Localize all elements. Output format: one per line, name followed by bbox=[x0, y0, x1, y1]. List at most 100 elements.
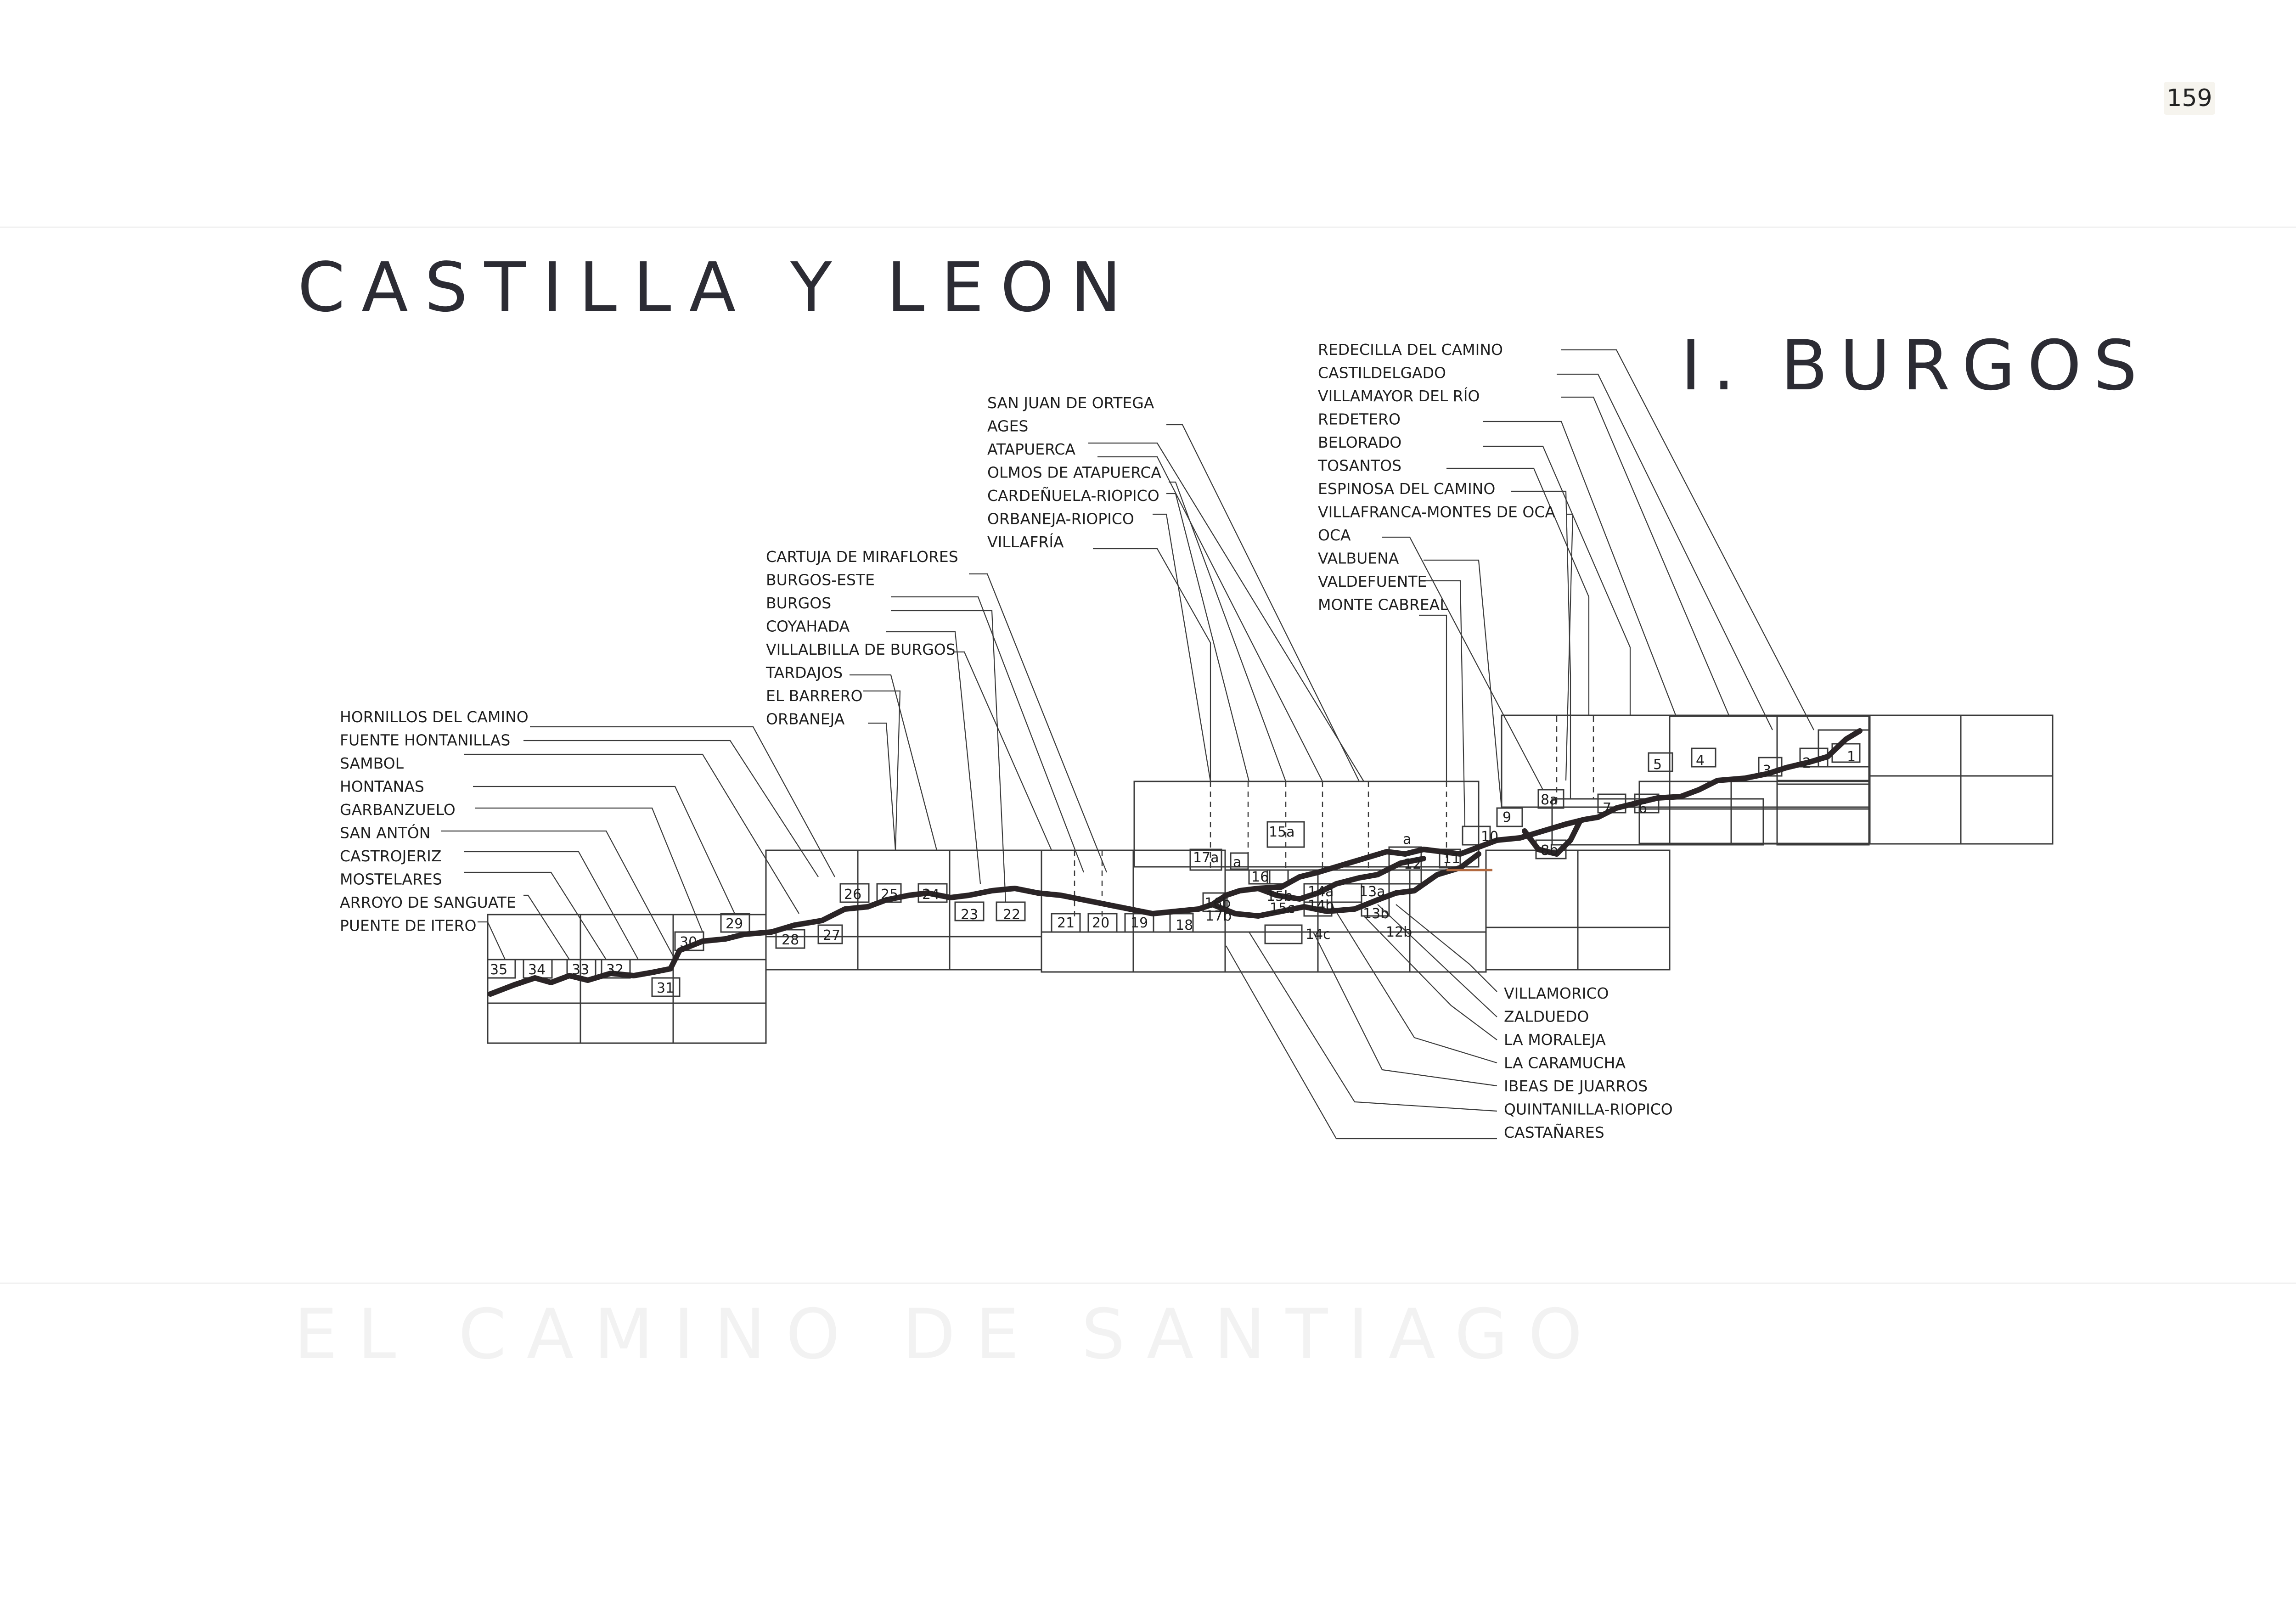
sheet-number-a: a bbox=[1233, 854, 1241, 870]
sheet-number-6: 6 bbox=[1638, 800, 1647, 816]
place-label-quintanilla-riopico: QUINTANILLA-RIOPICO bbox=[1504, 1101, 1673, 1118]
place-label-el-barrero: EL BARRERO bbox=[766, 687, 863, 705]
place-label-zalduedo: ZALDUEDO bbox=[1504, 1008, 1589, 1026]
sheet-number-18: 18 bbox=[1176, 917, 1193, 933]
sheet-number-13a: 13a bbox=[1359, 884, 1385, 900]
sheet-number-25: 25 bbox=[881, 887, 898, 903]
sheet-number-5: 5 bbox=[1653, 757, 1662, 773]
place-label-valdefuente: VALDEFUENTE bbox=[1318, 573, 1427, 590]
place-label-la-caramucha: LA CARAMUCHA bbox=[1504, 1054, 1626, 1072]
faint-bleed-text: EL CAMINO DE SANTIAGO bbox=[294, 1295, 1603, 1375]
sheet-number-34: 34 bbox=[528, 962, 546, 978]
place-label-tosantos: TOSANTOS bbox=[1317, 457, 1401, 475]
place-label-burgos-este: BURGOS-ESTE bbox=[766, 571, 875, 589]
place-label-ibeas-de-juarros: IBEAS DE JUARROS bbox=[1504, 1077, 1648, 1095]
place-label-san-anton: SAN ANTÓN bbox=[340, 824, 430, 842]
place-label-fuente-hontanillas: FUENTE HONTANILLAS bbox=[340, 731, 510, 749]
place-label-olmos-de-atapuerca: OLMOS DE ATAPUERCA bbox=[987, 464, 1161, 482]
sheet-numbers: 12345678a8b910111212b13a13b14a14b14c15a1… bbox=[490, 749, 1856, 996]
place-label-castildelgado: CASTILDELGADO bbox=[1318, 364, 1446, 382]
sheet-number-11: 11 bbox=[1443, 851, 1460, 867]
place-label-redecilla-del-camino: REDECILLA DEL CAMINO bbox=[1318, 341, 1503, 359]
region-title: CASTILLA Y LEON bbox=[298, 248, 1138, 327]
sheet-number-8b: 8b bbox=[1541, 842, 1558, 859]
sheet-number-20: 20 bbox=[1092, 915, 1109, 931]
sheet-number-17b: 17b bbox=[1205, 908, 1232, 924]
sheet-number-15c: 15c bbox=[1270, 900, 1295, 916]
sheet-number-27: 27 bbox=[823, 927, 840, 943]
sheet-number-7: 7 bbox=[1603, 800, 1611, 816]
place-label-coyahada: COYAHADA bbox=[766, 618, 850, 635]
sheet-number-3: 3 bbox=[1762, 763, 1771, 779]
sheet-number-17a: 17a bbox=[1193, 850, 1219, 866]
sheet-grid bbox=[487, 714, 2054, 1044]
sheet-number-32: 32 bbox=[606, 962, 624, 978]
place-label-oca: OCA bbox=[1318, 526, 1351, 544]
sheet-number-28: 28 bbox=[782, 932, 799, 948]
camino-route bbox=[488, 728, 1863, 997]
place-label-hontanas: HONTANAS bbox=[340, 778, 424, 796]
place-label-valbuena: VALBUENA bbox=[1318, 550, 1399, 567]
place-label-castrojeriz: CASTROJERIZ bbox=[340, 847, 441, 865]
sheet-number-16: 16 bbox=[1251, 869, 1269, 885]
place-label-monte-cabreal: MONTE CABREAL bbox=[1318, 596, 1448, 614]
place-label-espinosa-del-camino: ESPINOSA DEL CAMINO bbox=[1318, 480, 1495, 498]
sheet-number-30: 30 bbox=[680, 934, 697, 950]
sheet-number-13b: 13b bbox=[1363, 906, 1389, 922]
sheet-number-15a: 15a bbox=[1269, 824, 1295, 840]
sheet-number-15b: 15b bbox=[1266, 888, 1293, 904]
place-label-villamayor-del-rio: VILLAMAYOR DEL RÍO bbox=[1318, 387, 1480, 405]
place-label-ages: AGES bbox=[987, 417, 1028, 435]
sheet-number-8a: 8a bbox=[1541, 792, 1558, 808]
place-label-redetero: REDETERO bbox=[1318, 410, 1401, 428]
place-label-atapuerca: ATAPUERCA bbox=[987, 440, 1075, 458]
place-label-la-moraleja: LA MORALEJA bbox=[1504, 1031, 1606, 1049]
sheet-number-24: 24 bbox=[922, 887, 940, 903]
place-label-villafranca-montes-de-oca: VILLAFRANCA-MONTES DE OCA bbox=[1318, 503, 1555, 521]
sheet-number-23: 23 bbox=[961, 907, 978, 923]
place-label-arroyo-de-sanguate: ARROYO DE SANGUATE bbox=[340, 893, 516, 911]
place-labels: HORNILLOS DEL CAMINO FUENTE HONTANILLAS SA… bbox=[340, 341, 1673, 1141]
sheet-number-12b: 12b bbox=[1386, 924, 1412, 940]
sheet-number-1: 1 bbox=[1847, 749, 1856, 765]
place-label-belorado: BELORADO bbox=[1318, 433, 1401, 451]
sheet-number-10: 10 bbox=[1481, 829, 1498, 845]
sheet-number-2: 2 bbox=[1802, 755, 1811, 771]
leader-lines bbox=[441, 349, 1814, 1140]
sheet-number-4: 4 bbox=[1696, 753, 1705, 769]
place-label-villalbilla-de-burgos: VILLALBILLA DE BURGOS bbox=[766, 640, 956, 658]
place-label-tardajos: TARDAJOS bbox=[765, 664, 843, 682]
place-label-orbaneja: ORBANEJA bbox=[766, 710, 845, 728]
place-label-garbanzuelo: GARBANZUELO bbox=[340, 801, 456, 819]
place-label-cartuja-de-miraflores: CARTUJA DE MIRAFLORES bbox=[766, 548, 958, 566]
place-label-castanares: CASTAÑARES bbox=[1504, 1123, 1604, 1141]
place-label-orbaneja-riopico: ORBANEJA-RIOPICO bbox=[987, 510, 1134, 528]
place-label-cardenuela-riopico: CARDEÑUELA-RIOPICO bbox=[987, 487, 1159, 505]
sheet-number-22: 22 bbox=[1003, 907, 1020, 923]
sheet-number-14a: 14a bbox=[1308, 884, 1334, 900]
place-label-villafria: VILLAFRÍA bbox=[987, 533, 1064, 551]
place-label-burgos: BURGOS bbox=[766, 594, 831, 612]
place-label-puente-de-itero: PUENTE DE ITERO bbox=[340, 917, 476, 935]
sheet-number-31: 31 bbox=[657, 980, 674, 996]
place-label-mostelares: MOSTELARES bbox=[340, 870, 442, 888]
sheet-number-16b: 16b bbox=[1204, 895, 1231, 911]
sheet-number-9: 9 bbox=[1503, 809, 1511, 826]
sheet-number-a: a bbox=[1403, 831, 1411, 848]
sheet-number-14c: 14c bbox=[1306, 927, 1331, 943]
sheet-number-21: 21 bbox=[1057, 915, 1075, 931]
sheet-number-26: 26 bbox=[844, 887, 861, 903]
page-number: 159 bbox=[2164, 82, 2215, 115]
sheet-number-19: 19 bbox=[1131, 915, 1148, 931]
province-title: I. BURGOS bbox=[1681, 326, 2150, 406]
place-label-sambol: SAMBOL bbox=[340, 754, 404, 772]
place-label-villamorico: VILLAMORICO bbox=[1504, 984, 1609, 1002]
sheet-number-14b: 14b bbox=[1308, 898, 1334, 914]
sheet-number-35: 35 bbox=[490, 962, 507, 978]
sheet-number-12: 12 bbox=[1404, 856, 1421, 872]
place-label-san-juan-de-ortega: SAN JUAN DE ORTEGA bbox=[987, 394, 1154, 412]
place-label-hornillos-del-camino: HORNILLOS DEL CAMINO bbox=[340, 708, 529, 726]
sheet-number-29: 29 bbox=[726, 916, 743, 932]
sheet-number-33: 33 bbox=[572, 962, 589, 978]
